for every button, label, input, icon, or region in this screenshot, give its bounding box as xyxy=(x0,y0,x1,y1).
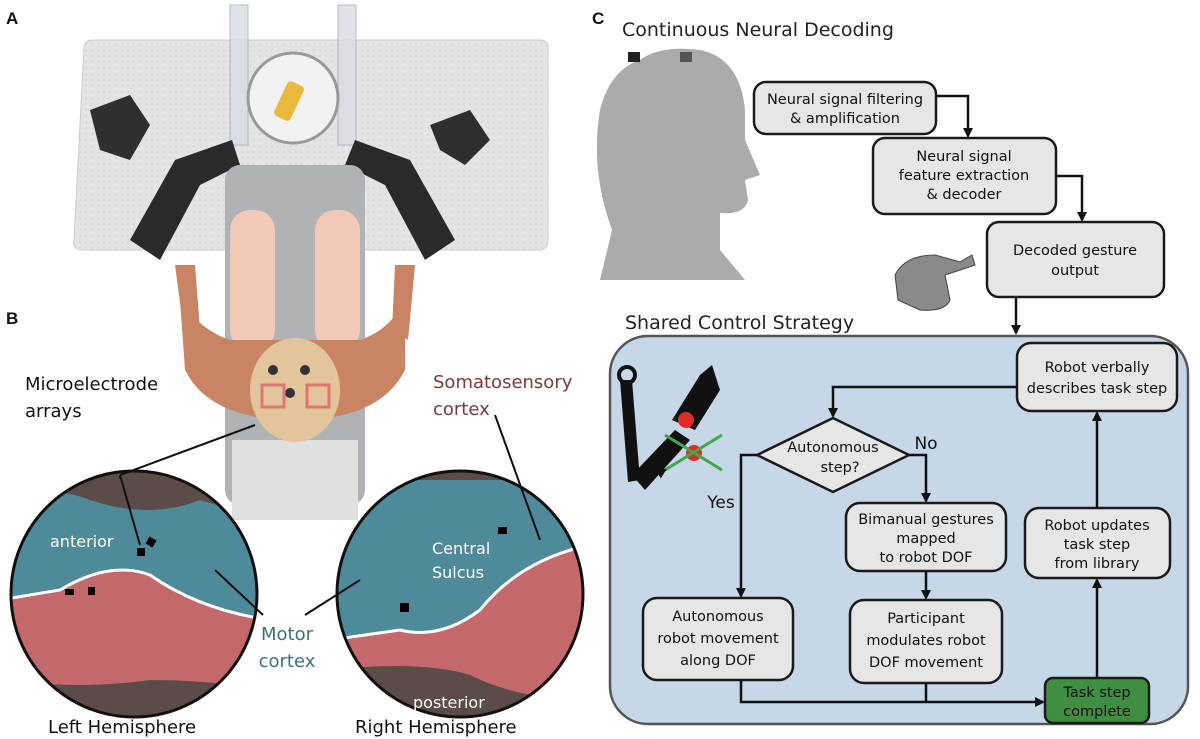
motor-leader xyxy=(214,569,361,616)
microelectrode-leader xyxy=(119,424,256,546)
autonomous-move-box xyxy=(641,596,795,682)
pedestal-icon xyxy=(628,52,640,62)
filtering-box xyxy=(752,80,938,136)
flow-arrows xyxy=(736,385,1102,707)
robot-arm-icon xyxy=(617,365,723,490)
no-label: No xyxy=(914,434,937,454)
head-silhouette-icon xyxy=(596,48,760,280)
panel-label-a: A xyxy=(6,9,18,28)
robot-table-illustration xyxy=(73,4,549,520)
hand-gesture-icon xyxy=(894,254,976,311)
left-hemisphere-label: Left Hemisphere xyxy=(48,717,196,738)
panel-label-c: C xyxy=(592,9,604,28)
yes-label: Yes xyxy=(706,493,735,513)
left-hemisphere-view xyxy=(9,469,259,719)
right-hemisphere-label: Right Hemisphere xyxy=(355,717,517,738)
somatosensory-leader xyxy=(494,414,541,541)
head-top-view xyxy=(250,338,340,442)
right-hemisphere-view xyxy=(335,469,585,719)
left-robot-hand xyxy=(90,95,150,160)
decoded-box xyxy=(985,220,1166,299)
decoding-title: Continuous Neural Decoding xyxy=(622,19,894,41)
pedestal-icon xyxy=(680,52,692,62)
verbal-box xyxy=(1015,341,1179,413)
panel-label-b: B xyxy=(6,309,18,328)
right-robot-hand xyxy=(430,110,490,165)
anterior-label: anterior xyxy=(50,532,114,551)
food-item xyxy=(274,81,304,121)
shared-title: Shared Control Strategy xyxy=(625,312,854,334)
filtering-text: Neural signal filtering& amplification xyxy=(767,92,923,127)
posterior-label: posterior xyxy=(413,693,485,712)
